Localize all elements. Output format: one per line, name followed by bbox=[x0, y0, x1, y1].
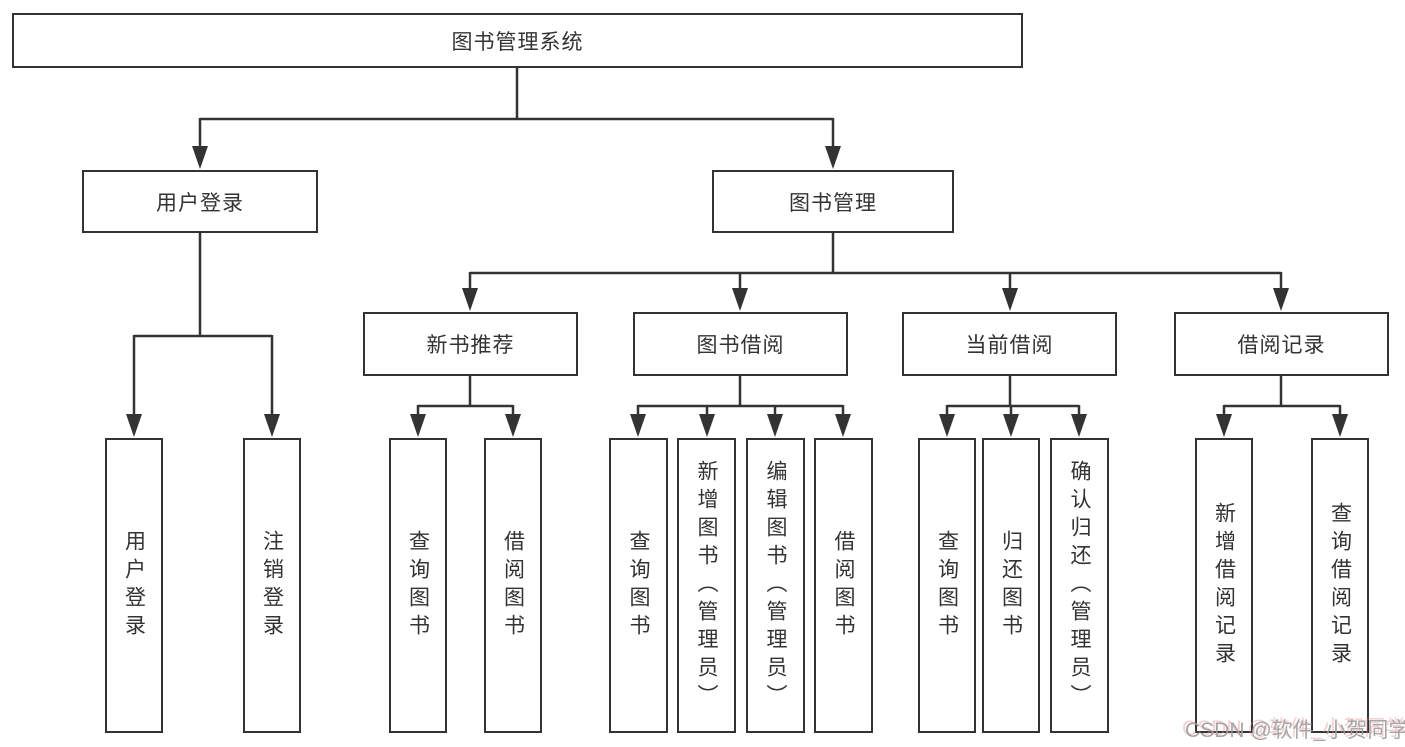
leaf-query-borrow-record: 查询借阅记录 bbox=[1311, 438, 1369, 733]
node-borrow-records-label: 借阅记录 bbox=[1237, 334, 1326, 357]
leaf-edit-book-admin: 编辑图书（管理员） bbox=[746, 438, 805, 733]
node-user-login: 用户登录 bbox=[82, 170, 318, 233]
leaf-query-books-recommend: 查询图书 bbox=[389, 438, 447, 733]
leaf-confirm-return-admin: 确认归还（管理员） bbox=[1050, 438, 1109, 733]
leaf-query-books-current: 查询图书 bbox=[918, 438, 976, 733]
node-book-management-label: 图书管理 bbox=[789, 191, 877, 215]
arrowhead-icons bbox=[126, 146, 1348, 437]
leaf-return-book: 归还图书 bbox=[982, 438, 1040, 733]
leaf-borrow-books-borrow: 借阅图书 bbox=[814, 438, 873, 733]
node-root: 图书管理系统 bbox=[12, 13, 1023, 68]
node-root-label: 图书管理系统 bbox=[451, 30, 584, 54]
node-current-borrow: 当前借阅 bbox=[902, 312, 1117, 376]
leaf-add-book-admin: 新增图书（管理员） bbox=[677, 438, 736, 733]
leaf-user-login: 用户登录 bbox=[105, 438, 163, 733]
node-book-management: 图书管理 bbox=[712, 170, 954, 233]
node-new-book-recommend: 新书推荐 bbox=[363, 312, 578, 376]
watermark: CSDN @软件_小贺同学 bbox=[1185, 719, 1405, 742]
leaf-query-books-borrow: 查询图书 bbox=[609, 438, 668, 733]
leaf-logout: 注销登录 bbox=[243, 438, 301, 733]
node-book-borrow: 图书借阅 bbox=[633, 312, 848, 376]
node-borrow-records: 借阅记录 bbox=[1174, 312, 1389, 376]
leaf-add-borrow-record: 新增借阅记录 bbox=[1195, 438, 1253, 733]
leaf-borrow-books-recommend: 借阅图书 bbox=[484, 438, 542, 733]
node-current-borrow-label: 当前借阅 bbox=[965, 334, 1054, 357]
node-book-borrow-label: 图书借阅 bbox=[696, 334, 785, 357]
node-user-login-label: 用户登录 bbox=[156, 191, 244, 215]
node-new-book-recommend-label: 新书推荐 bbox=[426, 334, 515, 357]
